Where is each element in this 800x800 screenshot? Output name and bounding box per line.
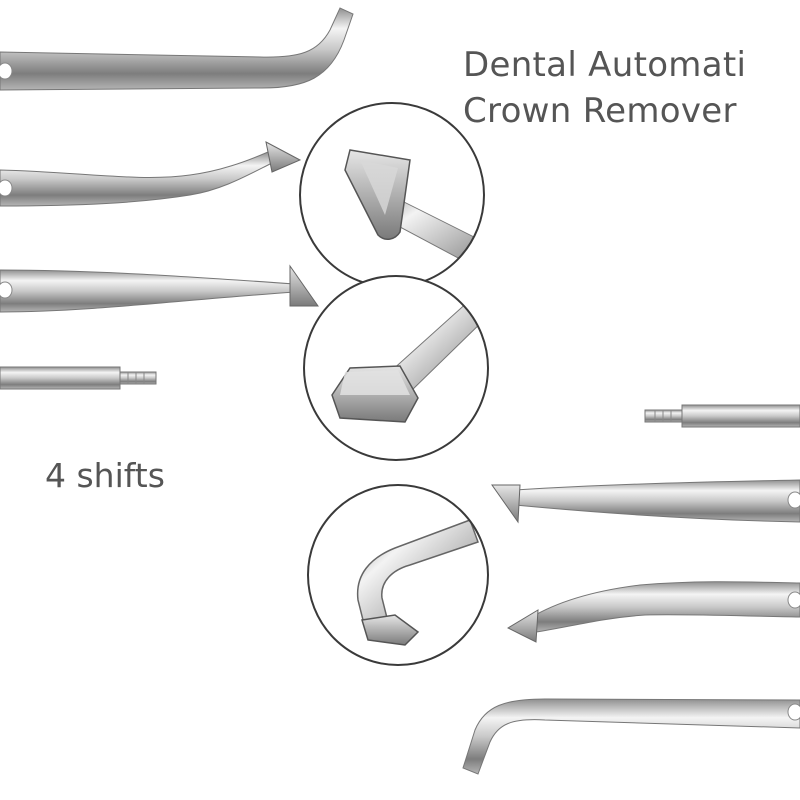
instrument-right-hook [462, 698, 800, 775]
triangle-tip [289, 264, 319, 307]
handle-hole [787, 703, 800, 721]
closeup-blade-tip [303, 275, 489, 461]
handle-hole [787, 491, 800, 509]
instrument-right-triangle-curved [506, 581, 800, 643]
product-title-line-2: Crown Remover [463, 91, 737, 131]
triangle-tip [491, 484, 521, 524]
instrument-left-threaded [0, 366, 157, 390]
handle-hole [0, 62, 13, 80]
instrument-right-threaded [644, 404, 800, 428]
closeup-triangle-tip [299, 102, 485, 288]
handle-hole [787, 591, 800, 609]
product-title: Dental Automati Crown Remover [463, 42, 746, 134]
threaded-tip [119, 371, 157, 385]
closeup-hook-tip [307, 484, 489, 666]
triangle-tip [506, 609, 539, 643]
product-title-line-1: Dental Automati [463, 45, 747, 85]
instrument-left-hook [0, 7, 354, 91]
handle-hole [0, 179, 13, 197]
shifts-label: 4 shifts [45, 456, 165, 495]
triangle-tip [265, 141, 302, 173]
instrument-left-triangle-straight [0, 264, 319, 313]
handle-hole [0, 281, 13, 299]
instrument-right-triangle-straight [491, 479, 800, 524]
instrument-left-triangle-curved [0, 141, 302, 207]
